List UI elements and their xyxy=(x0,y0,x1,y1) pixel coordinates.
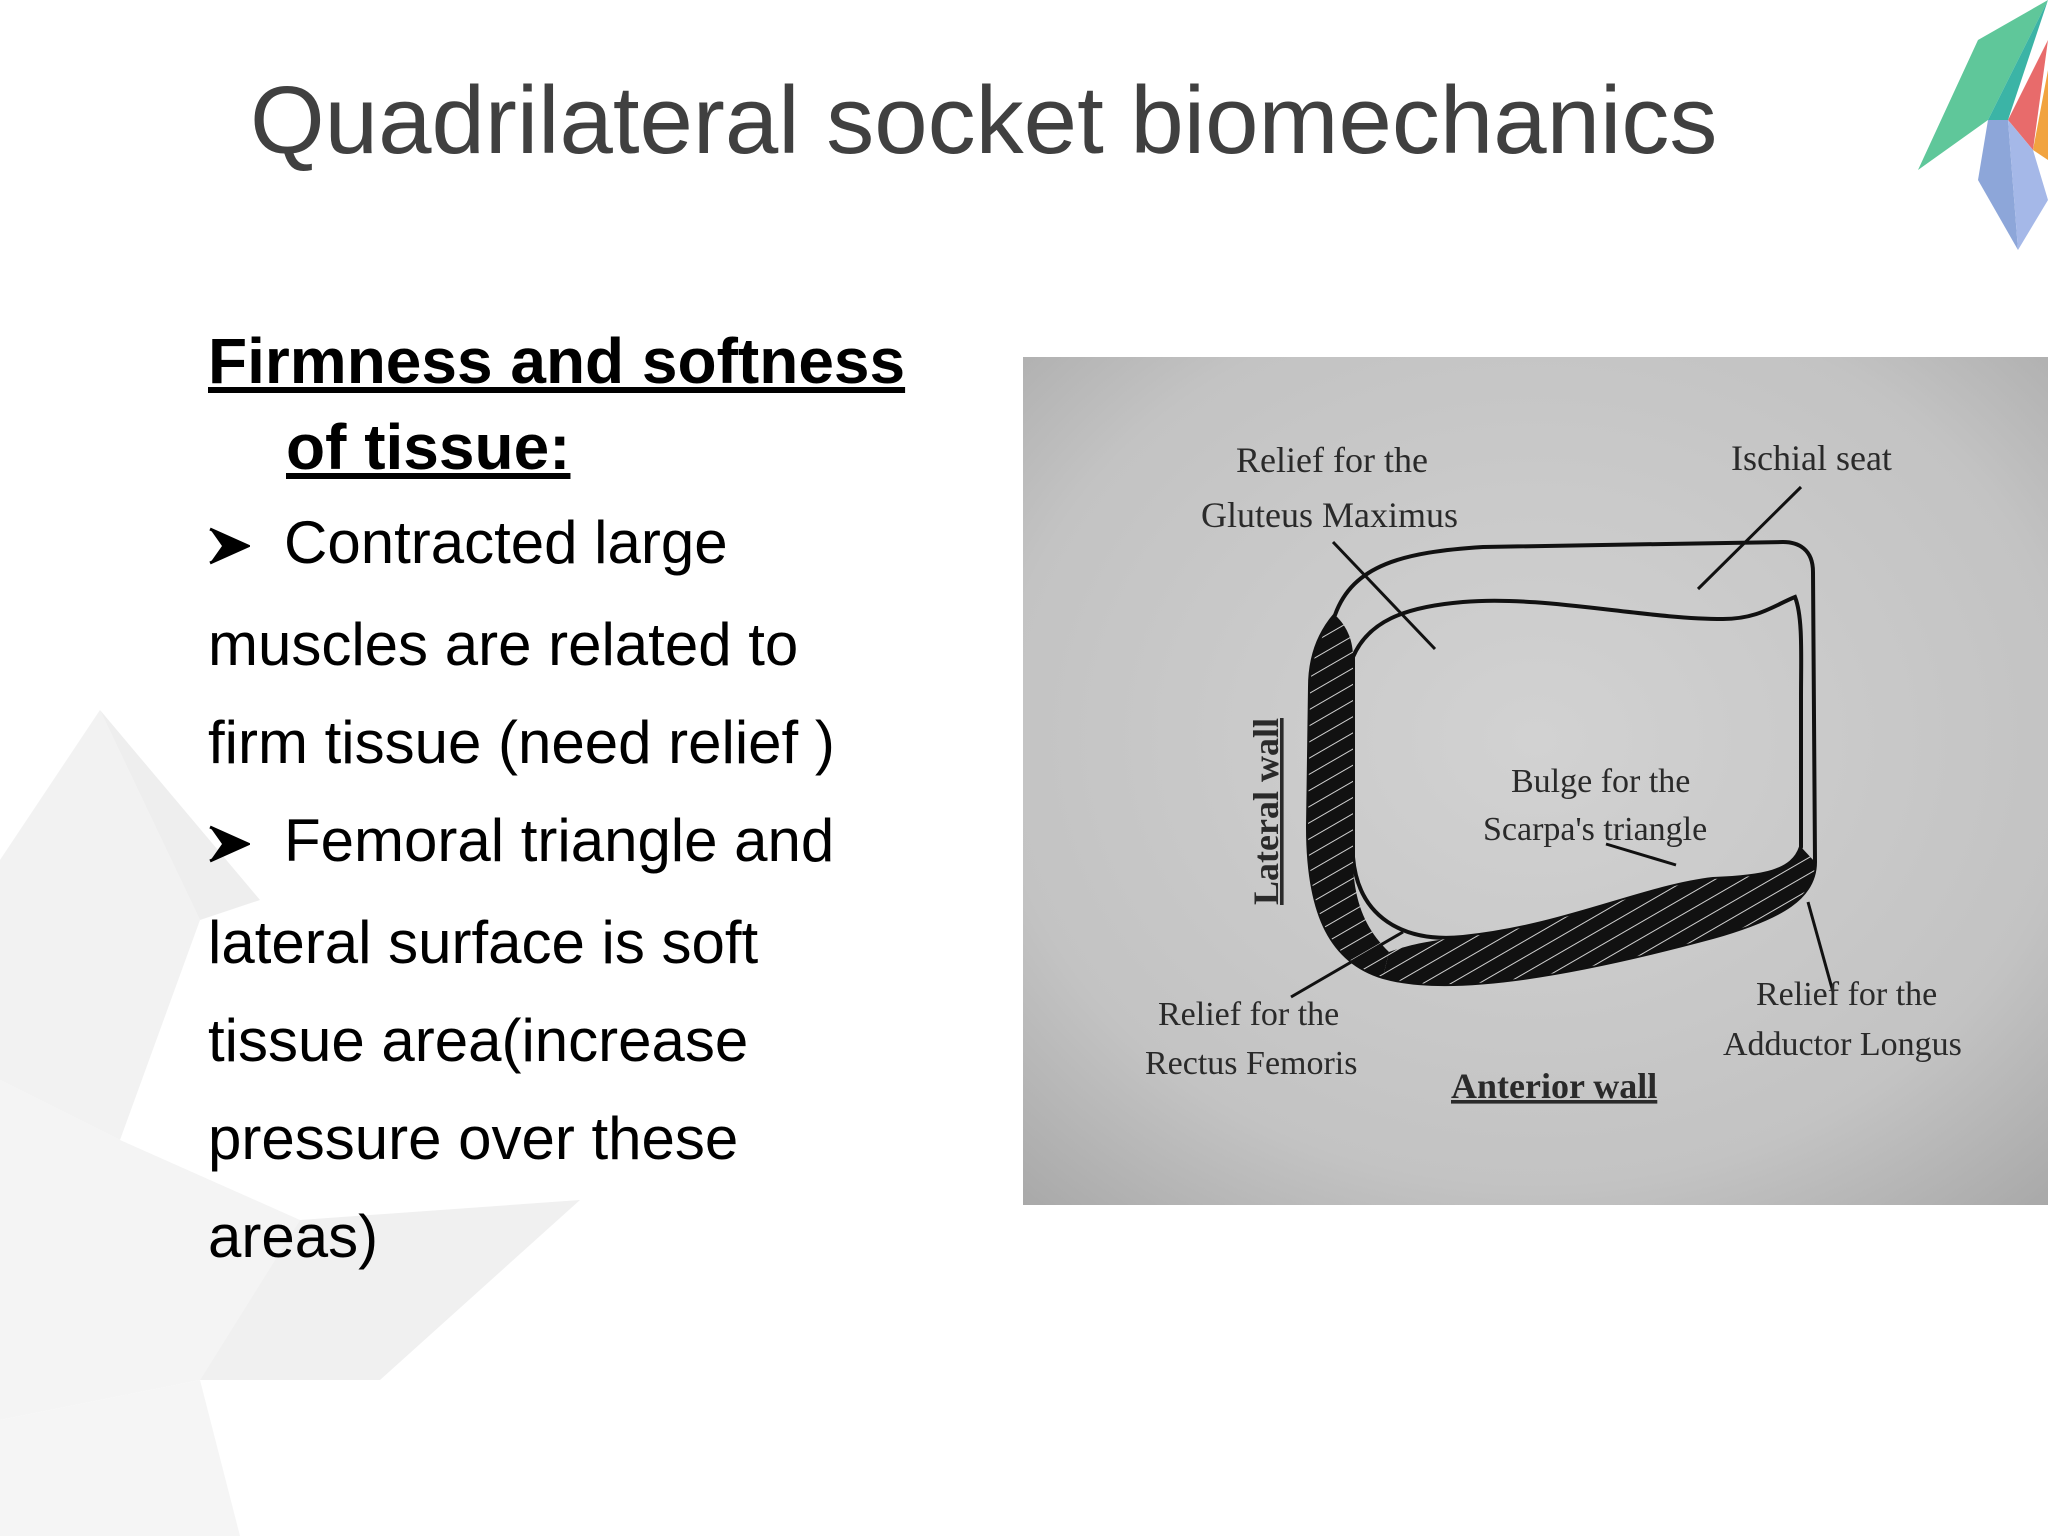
arrowhead-bullet-icon xyxy=(208,796,252,894)
socket-diagram-photo: Relief for the Gluteus Maximus Ischial s… xyxy=(1023,357,2048,1205)
arrowhead-bullet-icon xyxy=(208,498,252,596)
label-ischial-seat: Ischial seat xyxy=(1731,438,1892,478)
bullet-2-line-4: pressure over these xyxy=(208,1105,739,1173)
photo-background xyxy=(1023,357,2048,1205)
label-scarpa-line1: Bulge for the xyxy=(1511,763,1690,800)
bullet-2-line-2: lateral surface is soft xyxy=(208,909,759,977)
label-anterior-wall: Anterior wall xyxy=(1451,1066,1657,1106)
subheading: Firmness and softness of tissue: xyxy=(208,318,968,490)
label-adductor-line2: Adductor Longus xyxy=(1723,1026,1962,1063)
background-decoration xyxy=(0,710,580,1536)
lateral-wall-band xyxy=(1308,615,1389,977)
bullet-1: Contracted large muscles are related to … xyxy=(208,494,968,792)
corner-logo-decoration xyxy=(1918,0,2048,250)
label-lateral-wall: Lateral wall xyxy=(1246,718,1286,905)
label-adductor-line1: Relief for the xyxy=(1756,976,1937,1013)
bullet-2-line-1: Femoral triangle and xyxy=(284,807,835,875)
label-rectus-line1: Relief for the xyxy=(1158,996,1339,1033)
subheading-line-2: of tissue: xyxy=(286,411,571,483)
label-gluteus-line2: Gluteus Maximus xyxy=(1201,495,1458,535)
bullet-2-line-3: tissue area(increase xyxy=(208,1007,749,1075)
bullet-1-line-1: Contracted large xyxy=(284,509,728,576)
subheading-line-1: Firmness and softness xyxy=(208,325,906,397)
body-text: Firmness and softness of tissue: Contrac… xyxy=(208,318,968,1286)
anterior-wall-band xyxy=(1383,847,1815,985)
slide-title: Quadrilateral socket biomechanics xyxy=(250,67,1718,174)
label-scarpa-line2: Scarpa's triangle xyxy=(1483,811,1707,848)
label-rectus-line2: Rectus Femoris xyxy=(1145,1045,1357,1082)
bullet-2-line-5: areas) xyxy=(208,1203,379,1271)
bullet-2: Femoral triangle and lateral surface is … xyxy=(208,792,968,1286)
bullet-1-line-3: firm tissue (need relief ) xyxy=(208,709,835,777)
bullet-1-line-2: muscles are related to xyxy=(208,611,799,679)
label-gluteus-line1: Relief for the xyxy=(1236,440,1428,480)
